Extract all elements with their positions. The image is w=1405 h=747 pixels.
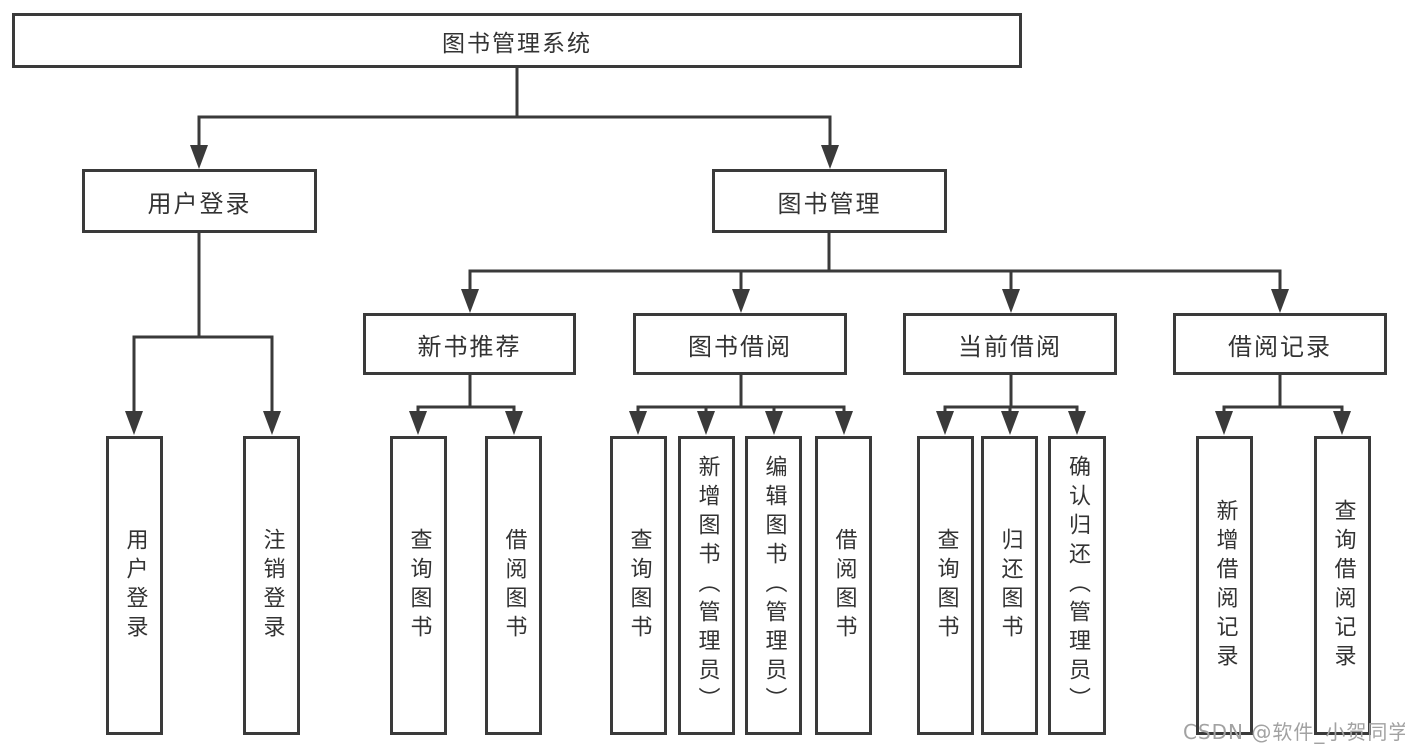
leaf-current-query: 查询图书	[917, 436, 974, 735]
node-book-management: 图书管理	[712, 169, 947, 233]
node-label: 查询图书	[933, 527, 959, 644]
leaf-borrowing-add-admin: 新增图书（管理员）	[678, 436, 735, 735]
arrowhead	[1001, 411, 1019, 435]
arrowhead	[936, 411, 954, 435]
node-root-system: 图书管理系统	[12, 13, 1022, 68]
connector-records-to-leaves	[1222, 373, 1344, 418]
node-book-borrowing: 图书借阅	[633, 313, 847, 375]
arrowhead	[409, 411, 427, 435]
arrowhead	[1215, 411, 1233, 435]
node-label: 编辑图书（管理员）	[761, 455, 787, 716]
leaf-logout: 注销登录	[243, 436, 300, 735]
leaf-newbook-borrow: 借阅图书	[485, 436, 542, 735]
leaf-borrowing-edit-admin: 编辑图书（管理员）	[745, 436, 802, 735]
connector-bookmgmt-to-level3	[468, 231, 1282, 296]
connector-userlogin-to-leaves	[132, 231, 274, 418]
connector-current-to-leaves	[943, 373, 1079, 418]
leaf-records-add: 新增借阅记录	[1196, 436, 1253, 735]
leaf-records-query: 查询借阅记录	[1314, 436, 1371, 735]
leaf-current-confirm-admin: 确认归还（管理员）	[1048, 436, 1106, 735]
node-label: 图书管理系统	[442, 30, 592, 57]
node-label: 借阅图书	[501, 527, 527, 644]
arrowhead	[629, 411, 647, 435]
node-label: 图书借阅	[688, 332, 792, 361]
leaf-user-login: 用户登录	[106, 436, 163, 735]
arrowhead	[263, 411, 281, 435]
leaf-borrowing-borrow: 借阅图书	[815, 436, 872, 735]
node-borrow-records: 借阅记录	[1173, 313, 1387, 375]
arrowhead	[461, 289, 479, 313]
node-user-login: 用户登录	[82, 169, 317, 233]
arrowhead	[505, 411, 523, 435]
node-current-borrowing: 当前借阅	[903, 313, 1117, 375]
connector-newbook-to-leaves	[416, 373, 516, 418]
leaf-newbook-query: 查询图书	[390, 436, 447, 735]
node-label: 借阅记录	[1228, 332, 1332, 361]
arrowhead	[765, 411, 783, 435]
arrowhead	[697, 411, 715, 435]
node-label: 查询借阅记录	[1330, 498, 1356, 673]
leaf-borrowing-query: 查询图书	[610, 436, 667, 735]
arrowhead	[732, 289, 750, 313]
node-label: 图书管理	[777, 189, 882, 218]
arrowhead	[190, 145, 208, 169]
arrowhead	[125, 411, 143, 435]
node-label: 确认归还（管理员）	[1065, 455, 1090, 716]
node-label: 新增图书（管理员）	[694, 455, 720, 716]
node-label: 用户登录	[122, 527, 148, 644]
watermark-text: CSDN @软件_小贺同学	[1183, 720, 1405, 744]
arrowhead	[1002, 289, 1020, 313]
arrowhead	[1068, 411, 1086, 435]
node-label: 新增借阅记录	[1212, 498, 1238, 673]
node-label: 注销登录	[259, 527, 285, 644]
connector-root-to-level2	[197, 66, 832, 152]
node-new-book-recommend: 新书推荐	[363, 313, 576, 375]
node-label: 新书推荐	[417, 332, 522, 361]
arrowhead	[1271, 289, 1289, 313]
node-label: 归还图书	[997, 527, 1023, 644]
arrowhead	[835, 411, 853, 435]
leaf-current-return: 归还图书	[981, 436, 1038, 735]
node-label: 查询图书	[406, 527, 432, 644]
node-label: 查询图书	[626, 527, 652, 644]
arrowhead	[1333, 411, 1351, 435]
node-label: 当前借阅	[958, 332, 1062, 361]
connector-borrowing-to-leaves	[636, 373, 846, 418]
node-label: 用户登录	[147, 189, 252, 218]
node-label: 借阅图书	[831, 527, 857, 644]
arrowhead	[821, 145, 839, 169]
